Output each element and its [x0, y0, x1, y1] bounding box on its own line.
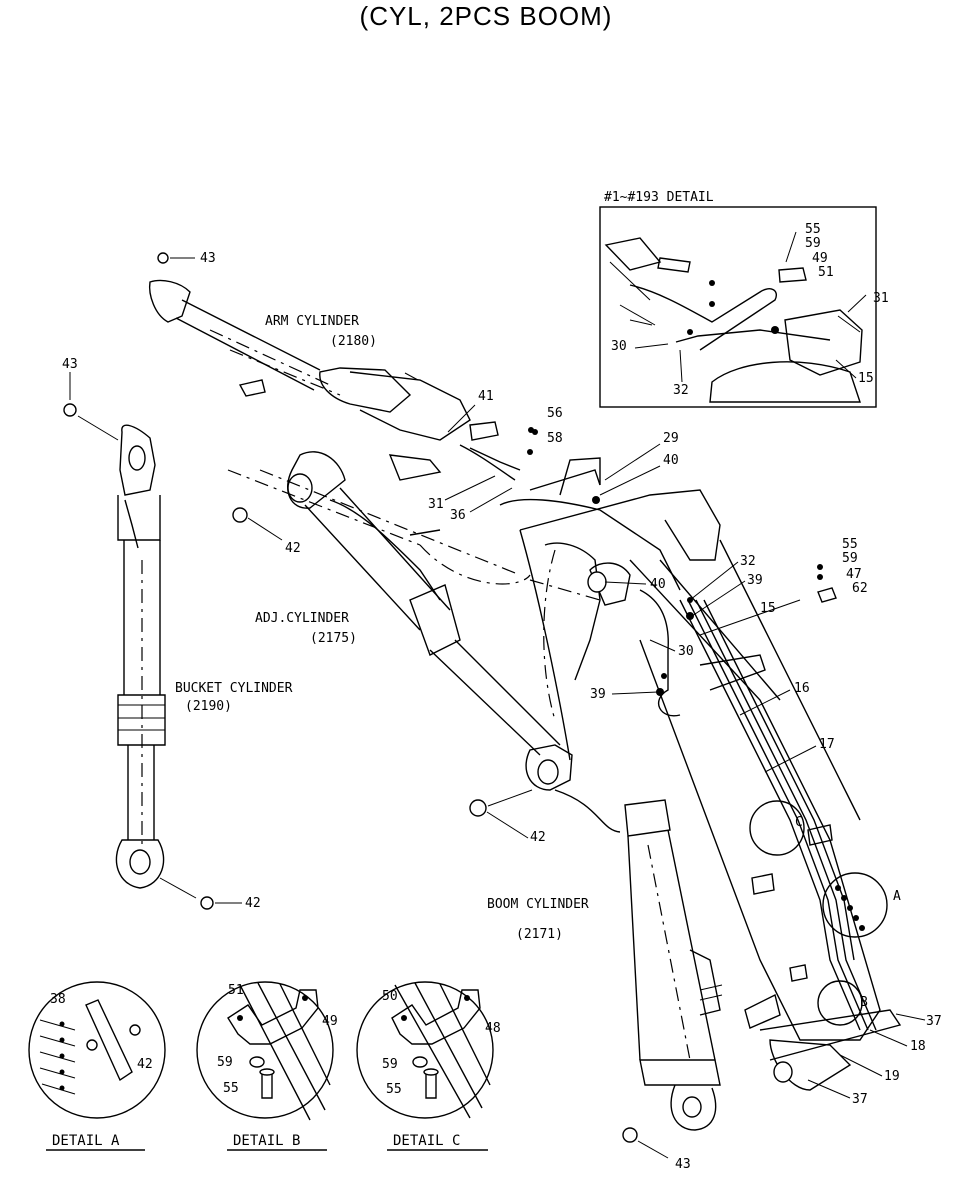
- callout-detail-a-38: 38: [50, 992, 66, 1007]
- callout-inset-15: 15: [858, 371, 874, 386]
- bucket-cylinder-code: (2190): [185, 699, 232, 714]
- callout-37b: 37: [852, 1092, 868, 1107]
- callout-boom-43: 43: [675, 1157, 691, 1172]
- callout-62: 62: [852, 581, 868, 596]
- callout-detail-b-51: 51: [228, 983, 244, 998]
- inset-detail-box: #1~#193 DETAIL 55 59 49 51 31 30 32 15: [599, 190, 889, 408]
- callout-detail-c-55: 55: [386, 1082, 402, 1097]
- arm-cylinder-code: (2180): [330, 334, 377, 349]
- callout-detail-b-59: 59: [217, 1055, 233, 1070]
- bucket-cylinder: 43 42 BUCKET CYLINDER (2190): [62, 357, 293, 911]
- callout-inset-31: 31: [873, 291, 889, 306]
- boom-cylinder-name: BOOM CYLINDER: [487, 897, 589, 912]
- callout-37a: 37: [926, 1014, 942, 1029]
- callout-30: 30: [678, 644, 694, 659]
- callout-inset-49: 49: [812, 251, 828, 266]
- callout-18: 18: [910, 1039, 926, 1054]
- callouts: 41 56 58 29 40 31 36 40 32 39 15 30 39 1…: [428, 389, 942, 1107]
- callout-inset-59: 59: [805, 236, 821, 251]
- callout-39b: 39: [590, 687, 606, 702]
- callout-55: 55: [842, 537, 858, 552]
- detail-a-label: DETAIL A: [52, 1133, 120, 1149]
- marker-a: A: [893, 889, 901, 904]
- marker-c: C: [795, 815, 803, 830]
- callout-40a: 40: [663, 453, 679, 468]
- callout-bucket-43: 43: [62, 357, 78, 372]
- callout-inset-51: 51: [818, 265, 834, 280]
- detail-b-label: DETAIL B: [233, 1133, 300, 1149]
- callout-bucket-42: 42: [245, 896, 261, 911]
- callout-29: 29: [663, 431, 679, 446]
- boom-structure: [388, 421, 902, 1091]
- callout-15: 15: [760, 601, 776, 616]
- adj-cylinder-code: (2175): [310, 631, 357, 646]
- callout-19: 19: [884, 1069, 900, 1084]
- inset-title: #1~#193 DETAIL: [604, 190, 714, 205]
- callout-adj-42: 42: [285, 541, 301, 556]
- callout-inset-32: 32: [673, 383, 689, 398]
- page-title: (CYL, 2PCS BOOM): [360, 1, 613, 31]
- arm-cylinder-name: ARM CYLINDER: [265, 314, 359, 329]
- callout-40b: 40: [650, 577, 666, 592]
- callout-41: 41: [478, 389, 494, 404]
- callout-arm-43: 43: [200, 251, 216, 266]
- callout-detail-a-42: 42: [137, 1057, 153, 1072]
- detail-c-label: DETAIL C: [393, 1133, 460, 1149]
- callout-inset-30: 30: [611, 339, 627, 354]
- callout-39a: 39: [747, 573, 763, 588]
- detail-markers: C A B: [749, 800, 901, 1026]
- callout-47: 47: [846, 567, 862, 582]
- detail-c: 50 48 59 55 DETAIL C: [356, 981, 501, 1151]
- detail-a: 38 42 DETAIL A: [28, 981, 166, 1151]
- adj-cylinder-name: ADJ.CYLINDER: [255, 611, 349, 626]
- bucket-cylinder-name: BUCKET CYLINDER: [175, 681, 293, 696]
- callout-31: 31: [428, 497, 444, 512]
- callout-59: 59: [842, 551, 858, 566]
- callout-inset-55: 55: [805, 222, 821, 237]
- boom-cylinder-code: (2171): [516, 927, 563, 942]
- boom-cylinder: 43 42 BOOM CYLINDER (2171): [469, 789, 723, 1172]
- marker-b: B: [860, 995, 868, 1010]
- callout-56: 56: [547, 406, 563, 421]
- callout-17: 17: [819, 737, 835, 752]
- adj-cylinder: 42 ADJ.CYLINDER (2175): [227, 451, 573, 791]
- callout-detail-b-55: 55: [223, 1081, 239, 1096]
- callout-32: 32: [740, 554, 756, 569]
- callout-detail-c-59: 59: [382, 1057, 398, 1072]
- callout-detail-c-48: 48: [485, 1021, 501, 1036]
- detail-b: 51 49 59 55 DETAIL B: [196, 981, 338, 1151]
- callout-16: 16: [794, 681, 810, 696]
- callout-detail-b-49: 49: [322, 1014, 338, 1029]
- callout-detail-c-50: 50: [382, 989, 398, 1004]
- callout-mid-42: 42: [530, 830, 546, 845]
- arm-cylinder: 43 ARM CYLINDER (2180): [148, 251, 471, 441]
- callout-36: 36: [450, 508, 466, 523]
- callout-58: 58: [547, 431, 563, 446]
